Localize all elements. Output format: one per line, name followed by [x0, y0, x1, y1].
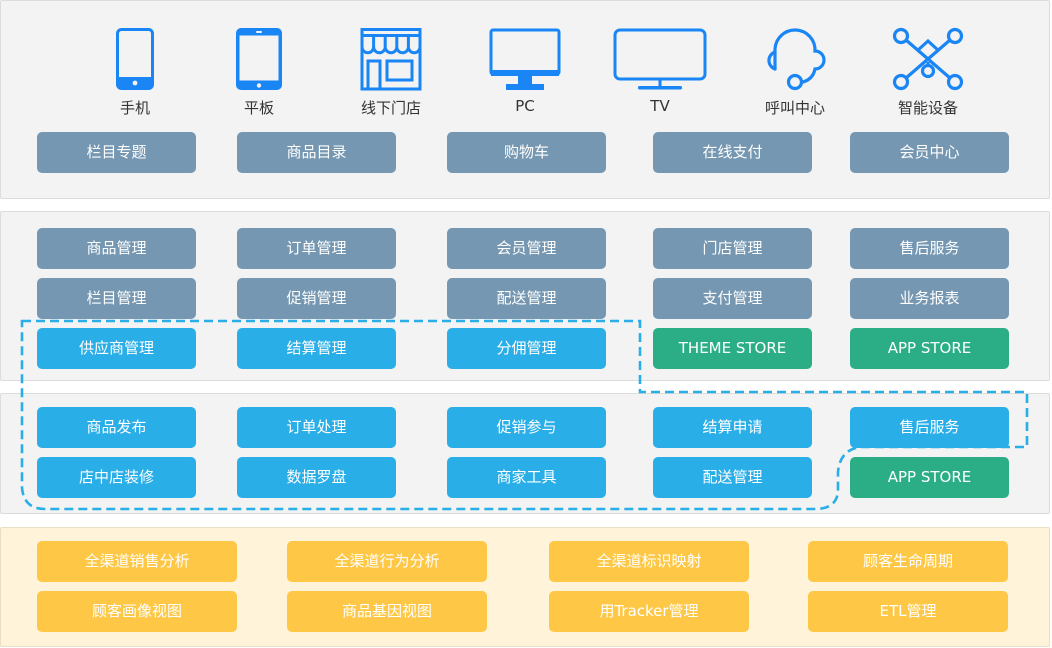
tablet-icon: [236, 28, 282, 90]
merchant-shop-decoration[interactable]: 店中店装修: [37, 457, 196, 498]
platform-commission-mgmt[interactable]: 分佣管理: [447, 328, 606, 369]
platform-app-store[interactable]: APP STORE: [850, 328, 1009, 369]
platform-after-sales[interactable]: 售后服务: [850, 228, 1009, 269]
analytics-customer-portrait[interactable]: 顾客画像视图: [37, 591, 237, 632]
analytics-panel: 全渠道销售分析 全渠道行为分析 全渠道标识映射 顾客生命周期 顾客画像视图 商品…: [0, 527, 1050, 647]
channel-smart-device[interactable]: 智能设备: [873, 27, 983, 117]
platform-delivery-mgmt[interactable]: 配送管理: [447, 278, 606, 319]
merchant-after-sales[interactable]: 售后服务: [850, 407, 1009, 448]
platform-supplier-mgmt[interactable]: 供应商管理: [37, 328, 196, 369]
headset-call-center-icon: [767, 28, 826, 91]
channel-tablet[interactable]: 平板: [204, 27, 314, 117]
platform-store-mgmt[interactable]: 门店管理: [653, 228, 812, 269]
merchant-data-compass[interactable]: 数据罗盘: [237, 457, 396, 498]
channel-tv[interactable]: TV: [605, 27, 715, 115]
analytics-tracker-mgmt[interactable]: 用Tracker管理: [549, 591, 749, 632]
merchant-settlement-request[interactable]: 结算申请: [653, 407, 812, 448]
merchant-app-store[interactable]: APP STORE: [850, 457, 1009, 498]
platform-payment-mgmt[interactable]: 支付管理: [653, 278, 812, 319]
frontend-module-cart[interactable]: 购物车: [447, 132, 606, 173]
merchant-order-processing[interactable]: 订单处理: [237, 407, 396, 448]
channel-offline-store[interactable]: 线下门店: [336, 27, 446, 117]
frontend-module-member-center[interactable]: 会员中心: [850, 132, 1009, 173]
smart-device-network-icon: [892, 27, 964, 91]
platform-promotion-mgmt[interactable]: 促销管理: [237, 278, 396, 319]
merchant-tools[interactable]: 商家工具: [447, 457, 606, 498]
platform-order-mgmt[interactable]: 订单管理: [237, 228, 396, 269]
frontend-module-catalog[interactable]: 商品目录: [237, 132, 396, 173]
channel-label: 平板: [243, 99, 274, 117]
analytics-omni-behavior[interactable]: 全渠道行为分析: [287, 541, 487, 582]
analytics-omni-id-mapping[interactable]: 全渠道标识映射: [549, 541, 749, 582]
channel-label: 手机: [119, 99, 150, 117]
merchant-panel: 商品发布 订单处理 促销参与 结算申请 售后服务 店中店装修 数据罗盘 商家工具…: [0, 393, 1050, 514]
channel-label: 智能设备: [897, 99, 958, 117]
desktop-monitor-icon: [489, 28, 561, 90]
frontend-module-payment[interactable]: 在线支付: [653, 132, 812, 173]
merchant-product-publish[interactable]: 商品发布: [37, 407, 196, 448]
channel-mobile[interactable]: 手机: [80, 27, 190, 117]
frontend-module-topics[interactable]: 栏目专题: [37, 132, 196, 173]
storefront-icon: [360, 28, 422, 91]
analytics-product-gene[interactable]: 商品基因视图: [287, 591, 487, 632]
analytics-omni-sales[interactable]: 全渠道销售分析: [37, 541, 237, 582]
channel-label: 线下门店: [360, 99, 421, 117]
tv-icon: [613, 28, 707, 90]
analytics-customer-lifecycle[interactable]: 顾客生命周期: [808, 541, 1008, 582]
platform-column-mgmt[interactable]: 栏目管理: [37, 278, 196, 319]
merchant-promotion-join[interactable]: 促销参与: [447, 407, 606, 448]
platform-product-mgmt[interactable]: 商品管理: [37, 228, 196, 269]
channel-label: PC: [515, 97, 535, 115]
channel-call-center[interactable]: 呼叫中心: [740, 27, 850, 117]
platform-member-mgmt[interactable]: 会员管理: [447, 228, 606, 269]
channel-label: TV: [650, 97, 670, 115]
merchant-delivery-mgmt[interactable]: 配送管理: [653, 457, 812, 498]
platform-business-reports[interactable]: 业务报表: [850, 278, 1009, 319]
channels-panel: 手机 平板 线下门店: [0, 0, 1050, 199]
platform-settlement-mgmt[interactable]: 结算管理: [237, 328, 396, 369]
channel-label: 呼叫中心: [764, 99, 825, 117]
channel-pc[interactable]: PC: [470, 27, 580, 115]
platform-panel: 商品管理 订单管理 会员管理 门店管理 售后服务 栏目管理 促销管理 配送管理 …: [0, 211, 1050, 381]
platform-theme-store[interactable]: THEME STORE: [653, 328, 812, 369]
mobile-phone-icon: [116, 28, 154, 90]
analytics-etl-mgmt[interactable]: ETL管理: [808, 591, 1008, 632]
